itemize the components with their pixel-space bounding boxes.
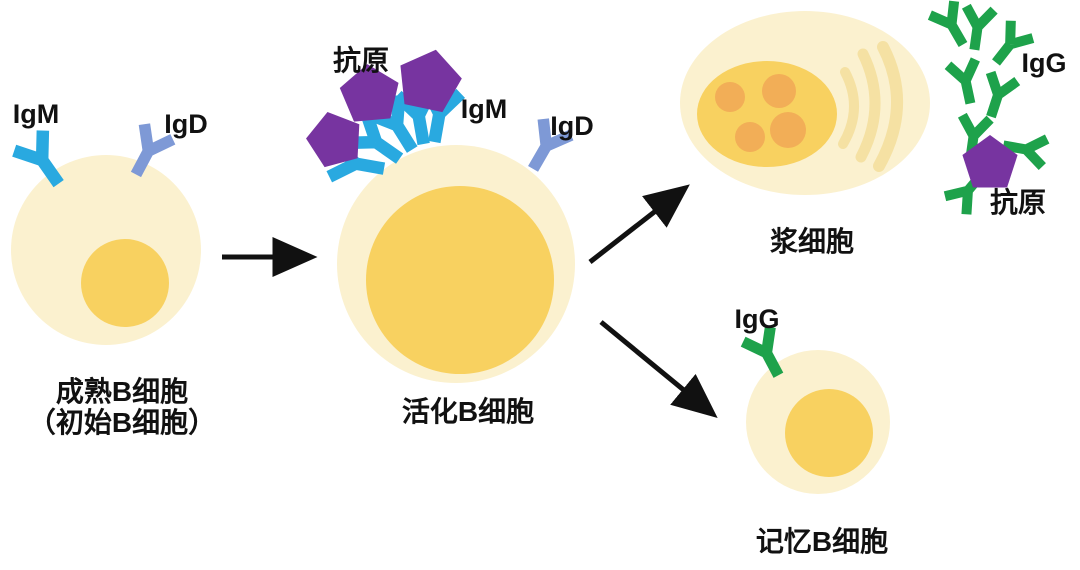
memory-cell-label: 记忆B细胞: [756, 525, 888, 557]
nucleus-spot: [715, 82, 745, 112]
mature-cell-label-line1: 成熟B细胞: [56, 375, 188, 407]
igg-antibody-icon: [948, 59, 984, 106]
endoplasmic-reticulum-arc: [838, 67, 859, 149]
antigen-right-label: 抗原: [990, 186, 1046, 218]
plasma-cell-nucleus: [697, 61, 837, 167]
arrow-activated-to-plasma: [588, 184, 690, 264]
arrow-activated-to-memory: [599, 320, 718, 418]
nucleus-spot: [735, 122, 765, 152]
igg-plasma-label: IgG: [1022, 48, 1067, 78]
antigen-center-label: 抗原: [333, 44, 389, 76]
secreted-igg-cluster: [930, 1, 1047, 214]
plasma-cell-label: 浆细胞: [770, 225, 854, 257]
igm-left-label: IgM: [13, 99, 60, 129]
mature-b-cell: [11, 124, 201, 345]
memory-b-cell-nucleus: [785, 389, 873, 477]
igg-antibody-icon: [978, 72, 1018, 121]
activated-b-cell-nucleus: [366, 186, 554, 374]
plasma-cell: [680, 11, 930, 195]
nucleus-spot: [770, 112, 806, 148]
endoplasmic-reticulum-arc: [873, 41, 903, 172]
igm-center-label: IgM: [461, 94, 508, 124]
activated-cell-label: 活化B细胞: [402, 395, 534, 427]
activated-b-cell: [300, 43, 575, 383]
mature-cell-label-line2: （初始B细胞）: [28, 406, 216, 438]
igg-memory-label: IgG: [735, 304, 780, 334]
nucleus-spot: [762, 74, 796, 108]
memory-b-cell: [743, 327, 890, 494]
igg-antibody-icon: [961, 6, 995, 51]
igd-center-label: IgD: [550, 111, 594, 141]
igd-left-label: IgD: [164, 109, 208, 139]
mature-b-cell-nucleus: [81, 239, 169, 327]
endoplasmic-reticulum-arc: [855, 48, 881, 163]
